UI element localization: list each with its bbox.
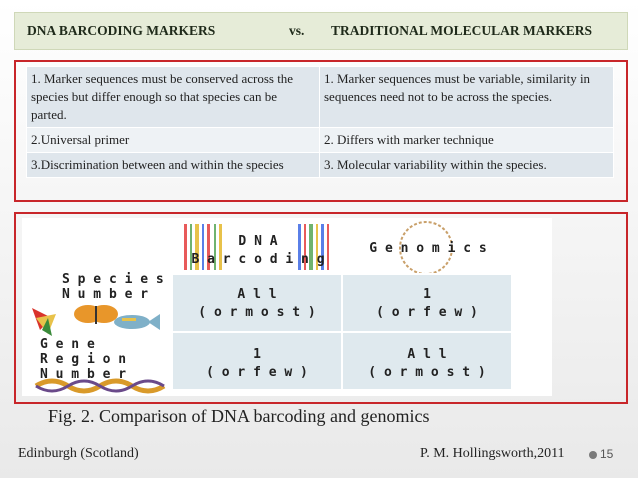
cell-text: ( o r f e w ) [206, 365, 308, 380]
col-header-barcoding: B a r c o d i n g [191, 252, 324, 267]
col-header-genomics: G e n o m i c s [369, 241, 486, 256]
grid-cell [171, 331, 343, 391]
row-label-gene-number: N u m b e r [40, 367, 126, 382]
col-header-dna: D N A [238, 234, 277, 249]
page-number: 15 [600, 447, 614, 461]
cell-text: 1 [423, 287, 431, 302]
row-label-region: R e g i o n [40, 352, 126, 367]
footer-location: Edinburgh (Scotland) [18, 446, 139, 461]
title-left: DNA BARCODING MARKERS [27, 23, 216, 38]
table-row: 3.Discrimination between and within the … [26, 152, 614, 178]
table-cell-traditional: 2. Differs with marker technique [319, 127, 614, 153]
grid-cell [171, 273, 343, 333]
row-label-species: S p e c i e s [62, 272, 164, 287]
table-cell-barcoding: 2.Universal primer [26, 127, 320, 153]
table-row: 2.Universal primer 2. Differs with marke… [26, 127, 614, 153]
cell-text: 1 [253, 347, 261, 362]
table-cell-traditional: 1. Marker sequences must be variable, si… [319, 66, 614, 128]
grid-cell [341, 273, 513, 333]
barcode-stripes [182, 224, 332, 270]
row-label-number: N u m b e r [62, 287, 148, 302]
cell-text: A l l [407, 347, 446, 362]
butterfly-icon [74, 305, 118, 324]
table-cell-barcoding: 1. Marker sequences must be conserved ac… [26, 66, 320, 128]
row-label-gene: G e n e [40, 337, 95, 352]
table-cell-traditional: 3. Molecular variability within the spec… [319, 152, 614, 178]
figure-caption: Fig. 2. Comparison of DNA barcoding and … [48, 406, 430, 426]
fish-icon [114, 314, 160, 330]
flower-icon [32, 308, 56, 336]
figure-frame [14, 212, 628, 404]
table-cell-barcoding: 3.Discrimination between and within the … [26, 152, 320, 178]
cell-text: A l l [237, 287, 276, 302]
table-frame [14, 60, 628, 202]
dna-strand-icon [34, 378, 166, 394]
comparison-table: 1. Marker sequences must be conserved ac… [26, 66, 614, 178]
page-bullet-icon [589, 451, 597, 459]
footer-citation: P. M. Hollingsworth,2011 [420, 446, 565, 461]
cell-text: ( o r f e w ) [376, 305, 478, 320]
title-bar: DNA BARCODING MARKERS vs. TRADITIONAL MO… [14, 12, 628, 50]
grid-cell [341, 331, 513, 391]
cell-text: ( o r m o s t ) [368, 365, 485, 380]
title-right: TRADITIONAL MOLECULAR MARKERS [331, 23, 593, 38]
comparison-figure: D N A B a r c o d i n g G e n o m i c s … [32, 221, 513, 394]
title-vs: vs. [289, 23, 305, 38]
table-row: 1. Marker sequences must be conserved ac… [26, 66, 614, 128]
cell-text: ( o r m o s t ) [198, 305, 315, 320]
